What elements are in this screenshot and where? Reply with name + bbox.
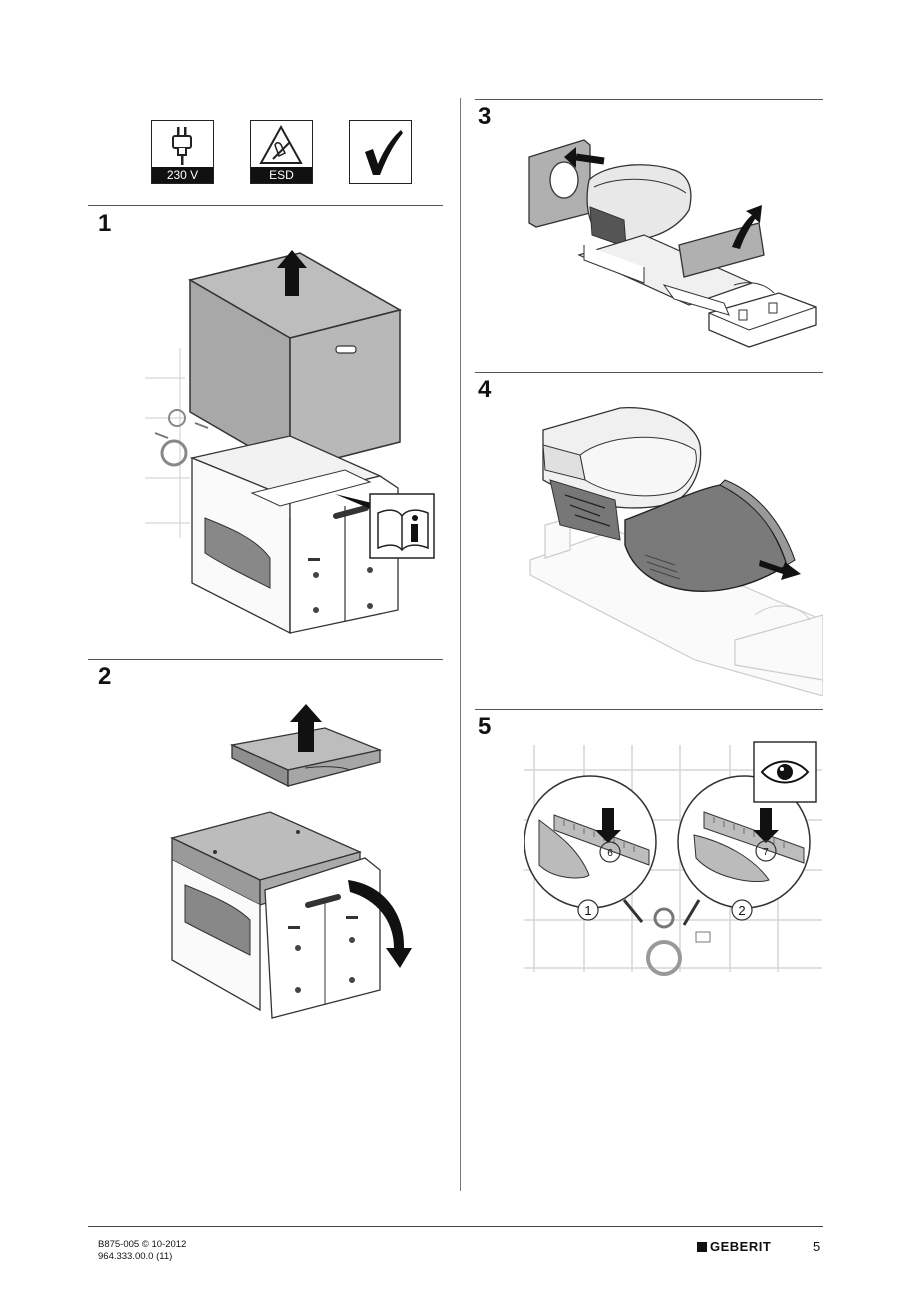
step-1-number: 1 [98, 210, 112, 237]
footer-rule [88, 1226, 823, 1227]
scale-mark-2: 7 [763, 847, 769, 858]
pictogram-label: ESD [251, 167, 312, 183]
brand-mark-icon [697, 1242, 707, 1252]
step-3-number: 3 [478, 103, 492, 130]
step-3-rule [475, 99, 823, 100]
pictogram-label: 230 V [152, 167, 213, 183]
step-1-illustration [140, 238, 440, 643]
step-5-rule [475, 709, 823, 710]
page-number: 5 [813, 1239, 821, 1254]
step-1-rule [88, 205, 443, 206]
step-4-number: 4 [478, 376, 492, 403]
pictogram-230v: 230 V [151, 120, 214, 184]
pictogram-esd: ESD [250, 120, 313, 184]
eye-icon [760, 760, 810, 784]
step-5-number: 5 [478, 713, 492, 740]
column-divider [460, 98, 461, 1191]
document-code: B875-005 © 10-2012 [98, 1239, 187, 1250]
callout-1: 1 [584, 903, 591, 918]
checkmark-icon [365, 130, 403, 175]
step-4-rule [475, 372, 823, 373]
callout-2: 2 [738, 903, 745, 918]
brand-logo: GEBERIT [697, 1239, 771, 1254]
pictogram-check [349, 120, 412, 184]
step-2-number: 2 [98, 663, 112, 690]
step-2-rule [88, 659, 443, 660]
step-2-illustration [160, 700, 420, 1025]
article-number: 964.333.00.0 (11) [98, 1251, 173, 1262]
esd-icon [259, 124, 303, 164]
step-3-illustration [524, 135, 822, 350]
scale-mark-1: 6 [607, 848, 613, 859]
step-4-illustration [525, 400, 823, 696]
brand-name: GEBERIT [710, 1239, 772, 1254]
plug-icon [172, 127, 192, 165]
step-5-illustration: 6 1 7 2 [524, 740, 822, 976]
